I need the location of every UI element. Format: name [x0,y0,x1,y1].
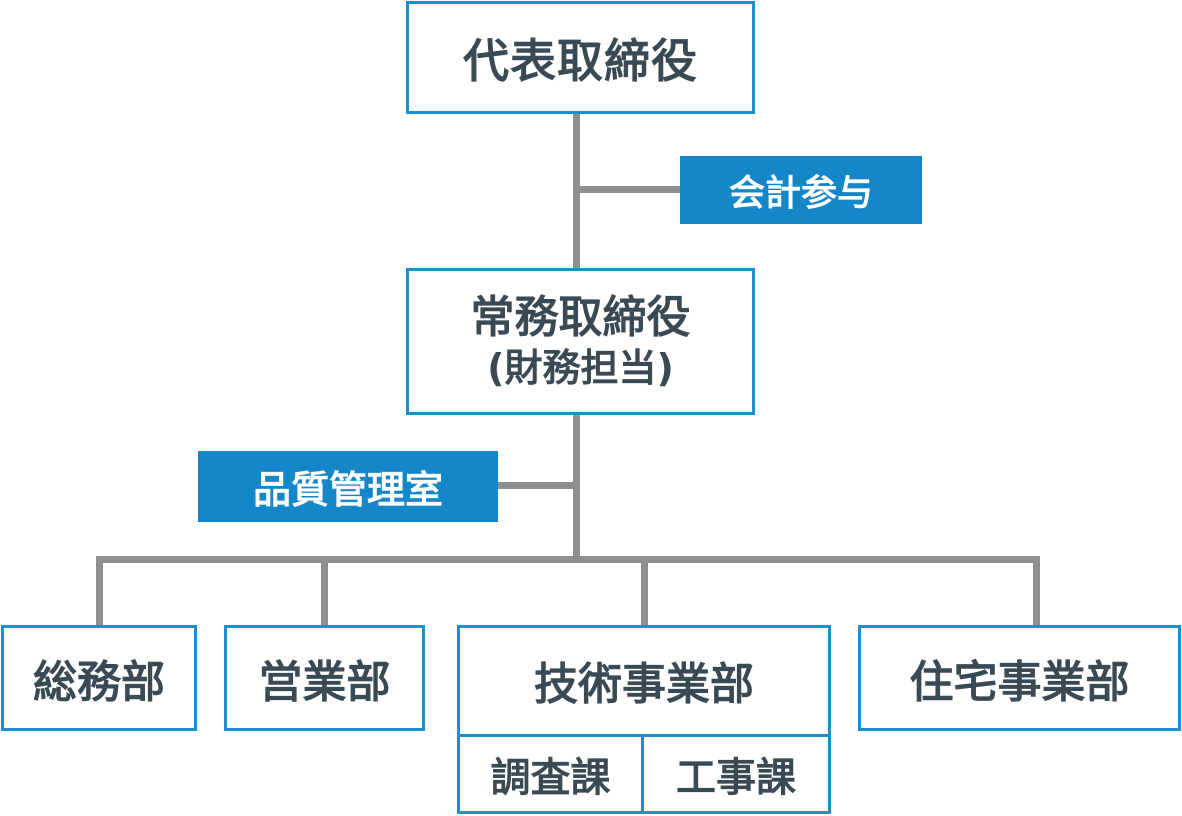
node-survey-section-label: 調査課 [490,755,611,801]
node-housing-label: 住宅事業部 [909,657,1130,708]
connector-to-sales [321,556,328,628]
connector-to-engineering [641,556,648,628]
node-sales-label: 営業部 [258,657,391,708]
node-general-affairs: 総務部 [1,625,197,731]
node-sales: 営業部 [224,625,425,731]
connector-to-auditor [573,186,683,193]
node-general-affairs-label: 総務部 [33,657,165,708]
node-engineering-label: 技術事業部 [534,659,754,710]
engineering-divider-horizontal [457,734,831,737]
node-survey-section: 調査課 [460,737,641,811]
node-quality-office: 品質管理室 [198,451,498,522]
node-auditor: 会計参与 [680,156,922,224]
connector-managing-to-departments [573,413,580,561]
node-managing-director: 常務取締役 (財務担当) [406,268,755,415]
connector-departments-horizontal [96,556,1040,563]
node-ceo-label: 代表取締役 [463,33,698,88]
node-housing: 住宅事業部 [858,625,1181,731]
node-engineering: 技術事業部 [457,625,831,814]
node-quality-office-label: 品質管理室 [252,468,443,512]
node-managing-director-note: (財務担当) [487,346,674,391]
node-managing-director-title: 常務取締役 [470,292,691,344]
node-auditor-label: 会計参与 [728,173,873,214]
engineering-divider-vertical [641,734,644,814]
node-ceo: 代表取締役 [406,1,755,114]
connector-to-quality-office [496,482,576,489]
node-construction-section: 工事課 [644,737,828,811]
connector-to-general-affairs [96,556,103,628]
connector-to-housing [1033,556,1040,628]
node-construction-section-label: 工事課 [676,755,796,801]
